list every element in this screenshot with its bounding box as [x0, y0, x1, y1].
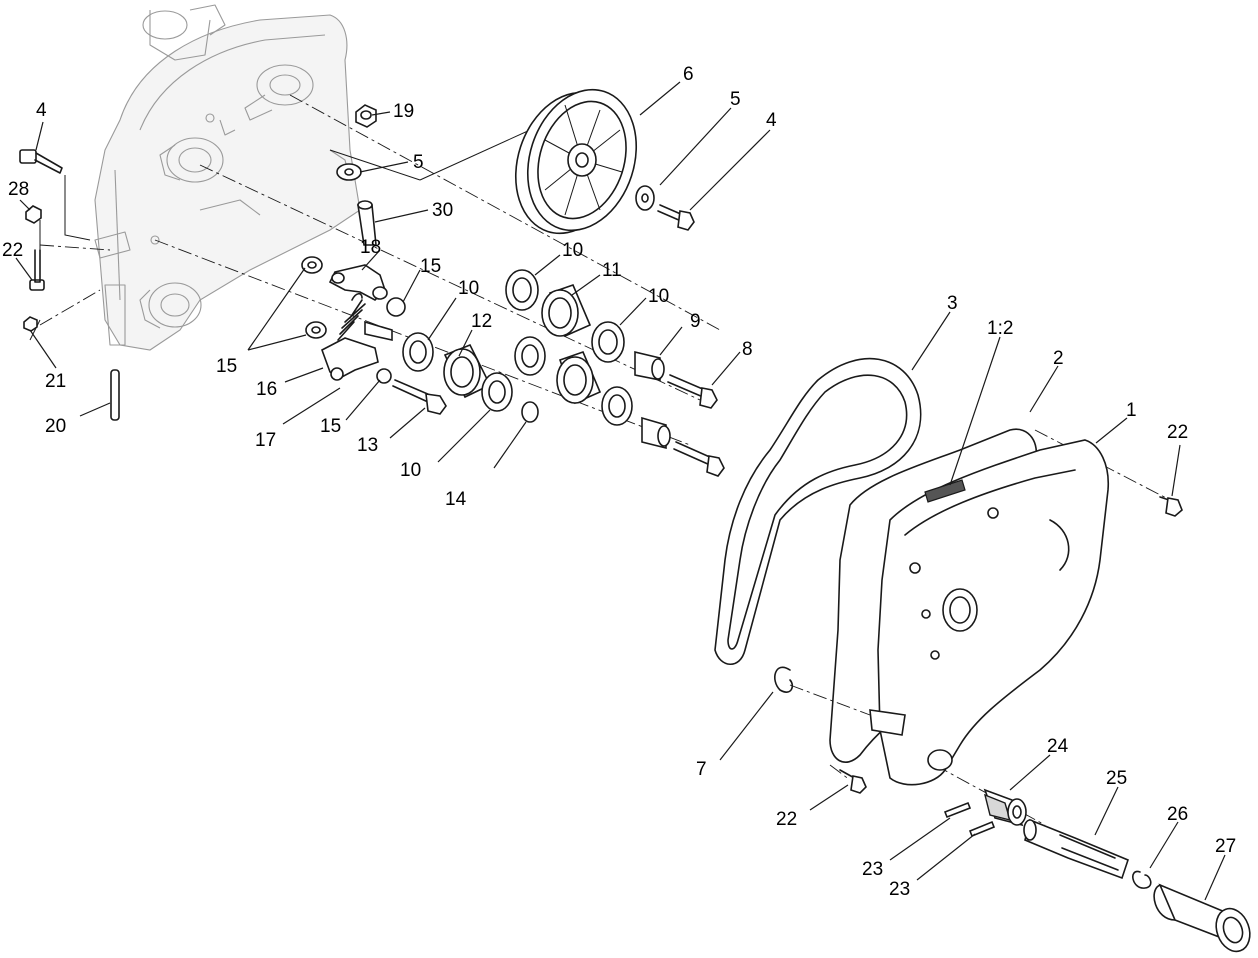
callout-20: 20	[45, 416, 66, 437]
cover-1	[869, 439, 1110, 786]
callout-19: 19	[393, 101, 414, 122]
callout-30: 30	[432, 200, 453, 221]
bolt-8-bottom	[673, 441, 725, 477]
callout-1-2: 1:2	[987, 318, 1013, 339]
callout-24: 24	[1047, 736, 1069, 757]
spacer-11	[541, 283, 592, 338]
callout-7: 7	[696, 759, 707, 780]
callout-leader-lines	[15, 81, 1226, 901]
spacer-lower	[556, 350, 602, 405]
washer-5-right	[635, 185, 655, 211]
sleeve-9-top	[634, 350, 665, 381]
bolt-4-left	[19, 149, 63, 174]
callout-28: 28	[8, 179, 29, 200]
callout-13: 13	[357, 435, 378, 456]
coupler-24	[983, 788, 1027, 827]
callout-15-lower: 15	[320, 416, 341, 437]
bolt-4-right	[657, 204, 695, 231]
belt-3	[714, 357, 922, 666]
callout-2: 2	[1053, 348, 1064, 369]
callout-22-left: 22	[2, 240, 23, 261]
callout-15-upper: 15	[420, 256, 441, 277]
spacer-12	[443, 343, 492, 399]
bearing-10-top	[505, 269, 539, 311]
callout-5-upper: 5	[413, 152, 424, 173]
callout-10-bottom: 10	[400, 460, 421, 481]
callout-14: 14	[445, 489, 467, 510]
roll-pins-23	[943, 801, 996, 838]
callout-4-right: 4	[766, 110, 777, 131]
callout-15-left: 15	[216, 356, 237, 377]
nut-19	[355, 104, 377, 128]
bolt-13	[392, 379, 447, 415]
sleeve-9-bottom	[641, 416, 671, 450]
callout-23-upper: 23	[862, 859, 883, 880]
pulley-6	[514, 88, 638, 235]
decal-1-2	[924, 479, 966, 503]
callout-11: 11	[602, 260, 622, 281]
bolt-22-right-bottom	[839, 769, 867, 794]
callout-23-lower: 23	[889, 879, 910, 900]
bearing-10-center	[514, 336, 546, 376]
snap-ring-14	[521, 401, 539, 423]
callout-22-right-top: 22	[1167, 422, 1188, 443]
washer-5-upper	[336, 163, 362, 181]
callout-9: 9	[690, 311, 701, 332]
callout-12: 12	[471, 311, 492, 332]
callout-3: 3	[947, 293, 958, 314]
callout-26: 26	[1167, 804, 1188, 825]
bearing-10-mid-right	[591, 321, 625, 363]
nut-21	[23, 316, 38, 332]
ghosted-housing-assembly	[94, 4, 361, 351]
callout-6: 6	[683, 64, 694, 85]
bearing-10-bottom	[481, 372, 513, 412]
bolt-22-right-top	[1159, 496, 1183, 517]
shaft-30	[357, 200, 377, 246]
bearing-10-lower-right	[601, 386, 633, 426]
bearing-10-left	[402, 332, 434, 372]
idler-bracket-18	[328, 264, 388, 301]
callout-18: 18	[360, 237, 381, 258]
pin-20	[110, 369, 120, 421]
callout-10-left: 10	[458, 278, 479, 299]
spring-clip-26	[1132, 870, 1152, 889]
socket-27	[1153, 883, 1251, 953]
callout-27: 27	[1215, 836, 1236, 857]
callout-8: 8	[742, 339, 753, 360]
callout-labels: 4 28 22 21 20 19 5 30 18 15 15 16 17 15 …	[2, 64, 1236, 900]
callout-17: 17	[255, 430, 276, 451]
spring-16	[337, 292, 366, 341]
callout-1: 1	[1126, 400, 1137, 421]
bushings-15	[301, 256, 406, 384]
bolt-22-left	[29, 249, 45, 291]
callout-21: 21	[45, 371, 66, 392]
callout-4-left: 4	[36, 100, 47, 121]
shaft-25	[1023, 818, 1129, 880]
callout-16: 16	[256, 379, 277, 400]
idler-arm-17	[321, 320, 393, 381]
callout-25: 25	[1106, 768, 1127, 789]
callout-10-right: 10	[648, 286, 669, 307]
callout-5-right: 5	[730, 89, 741, 110]
callout-22-right-bottom: 22	[776, 809, 797, 830]
clip-7	[774, 666, 794, 693]
callout-10-top: 10	[562, 240, 583, 261]
bolt-8-top	[667, 374, 718, 409]
